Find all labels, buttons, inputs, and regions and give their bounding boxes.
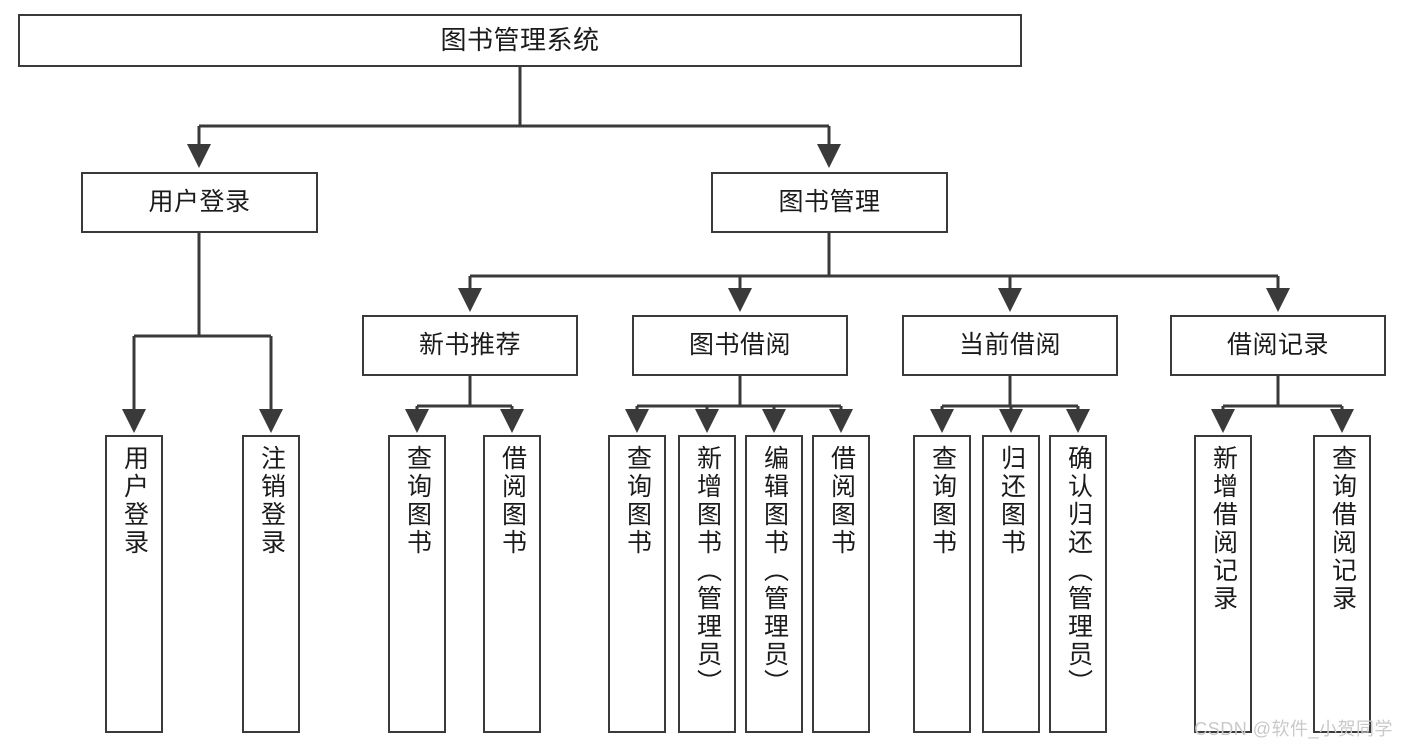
- watermark: CSDN @软件_小贺同学: [1194, 719, 1393, 739]
- node-leaf-query-record-label: 查询借阅记录: [1328, 445, 1357, 613]
- node-user-login-label: 用户登录: [148, 187, 251, 216]
- node-leaf-user-login-label: 用户登录: [120, 445, 149, 557]
- node-book-borrow-label: 图书借阅: [688, 330, 791, 359]
- node-borrow-record[interactable]: 借阅记录: [1170, 315, 1386, 376]
- node-leaf-query-book-1[interactable]: 查询图书: [388, 435, 446, 733]
- node-leaf-confirm-return[interactable]: 确认归还（管理员）: [1049, 435, 1107, 733]
- node-leaf-logout-login-label: 注销登录: [257, 445, 286, 557]
- node-leaf-query-book-3-label: 查询图书: [928, 445, 957, 557]
- node-leaf-confirm-return-label: 确认归还（管理员）: [1064, 445, 1093, 697]
- node-leaf-borrow-book-2[interactable]: 借阅图书: [812, 435, 870, 733]
- node-leaf-add-book[interactable]: 新增图书（管理员）: [678, 435, 736, 733]
- node-book-management[interactable]: 图书管理: [711, 172, 948, 233]
- node-new-book-recommend[interactable]: 新书推荐: [362, 315, 578, 376]
- node-leaf-query-book-3[interactable]: 查询图书: [913, 435, 971, 733]
- node-root[interactable]: 图书管理系统: [18, 14, 1022, 67]
- node-book-management-label: 图书管理: [778, 187, 881, 216]
- node-borrow-record-label: 借阅记录: [1226, 330, 1329, 359]
- node-leaf-query-record[interactable]: 查询借阅记录: [1313, 435, 1371, 733]
- node-leaf-borrow-book-2-label: 借阅图书: [827, 445, 856, 557]
- node-user-login[interactable]: 用户登录: [81, 172, 318, 233]
- node-leaf-query-book-2[interactable]: 查询图书: [608, 435, 666, 733]
- node-leaf-edit-book[interactable]: 编辑图书（管理员）: [745, 435, 803, 733]
- node-leaf-add-record[interactable]: 新增借阅记录: [1194, 435, 1252, 733]
- node-leaf-logout-login[interactable]: 注销登录: [242, 435, 300, 733]
- node-root-label: 图书管理系统: [440, 25, 600, 56]
- node-current-borrow-label: 当前借阅: [958, 330, 1061, 359]
- node-book-borrow[interactable]: 图书借阅: [632, 315, 848, 376]
- node-current-borrow[interactable]: 当前借阅: [902, 315, 1118, 376]
- node-leaf-query-book-2-label: 查询图书: [623, 445, 652, 557]
- node-leaf-query-book-1-label: 查询图书: [403, 445, 432, 557]
- node-leaf-add-book-label: 新增图书（管理员）: [693, 445, 722, 697]
- node-new-book-recommend-label: 新书推荐: [418, 330, 521, 359]
- node-leaf-add-record-label: 新增借阅记录: [1209, 445, 1238, 613]
- node-leaf-return-book-label: 归还图书: [997, 445, 1026, 557]
- node-leaf-user-login[interactable]: 用户登录: [105, 435, 163, 733]
- node-leaf-borrow-book-1-label: 借阅图书: [498, 445, 527, 557]
- node-leaf-edit-book-label: 编辑图书（管理员）: [760, 445, 789, 697]
- node-leaf-borrow-book-1[interactable]: 借阅图书: [483, 435, 541, 733]
- node-leaf-return-book[interactable]: 归还图书: [982, 435, 1040, 733]
